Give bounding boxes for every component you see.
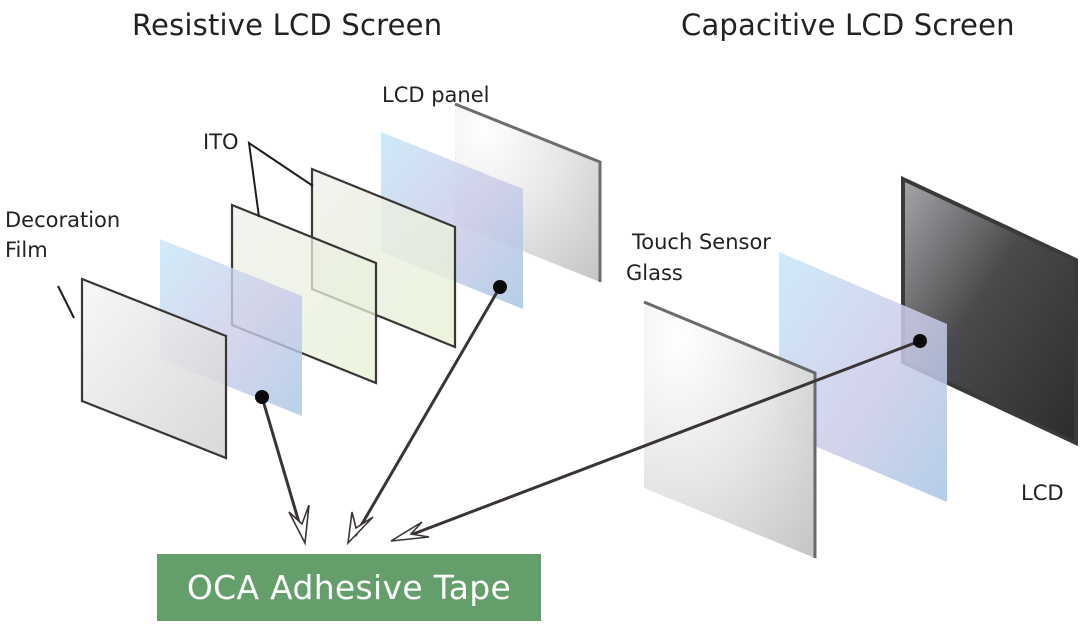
- label-touch-sensor-line2: Glass: [626, 261, 683, 285]
- arrow-line-resistive-back: [353, 286, 502, 537]
- arrowhead-resistive-back: [346, 511, 374, 546]
- label-decoration-film-line1: Decoration: [5, 208, 121, 232]
- arrow-line-resistive-front: [260, 396, 305, 537]
- capacitive-oca-film: [779, 252, 947, 502]
- dot-resistive-front: [255, 390, 269, 404]
- title-capacitive: Capacitive LCD Screen: [681, 8, 1015, 42]
- resistive-decoration-film: [80, 277, 228, 460]
- capacitive-touch-sensor-glass-edge: [643, 300, 817, 558]
- oca-adhesive-tape-callout: OCA Adhesive Tape: [157, 554, 541, 621]
- oca-adhesive-tape-label: OCA Adhesive Tape: [186, 568, 512, 607]
- label-decoration-film-line2: Film: [5, 238, 48, 262]
- label-ito: ITO: [203, 130, 239, 154]
- arrow-line-capacitive: [399, 339, 921, 541]
- dot-capacitive: [913, 334, 927, 348]
- decoration-film-leader-line: [57, 285, 75, 319]
- resistive-lcd-panel-edge: [454, 102, 602, 282]
- label-touch-sensor-line1: Touch Sensor: [632, 230, 771, 254]
- arrows: [260, 286, 921, 541]
- ito-leader-line: [247, 140, 314, 218]
- capacitive-touch-sensor-glass: [644, 302, 815, 558]
- capacitive-lcd-bezel: [901, 175, 1078, 447]
- arrowheads: [288, 504, 430, 546]
- label-lcd: LCD: [1021, 481, 1064, 505]
- title-resistive: Resistive LCD Screen: [132, 8, 443, 42]
- arrowhead-capacitive: [390, 521, 430, 542]
- label-lcd-panel: LCD panel: [382, 83, 490, 107]
- arrowhead-resistive-front: [288, 504, 310, 546]
- dot-resistive-back: [493, 280, 507, 294]
